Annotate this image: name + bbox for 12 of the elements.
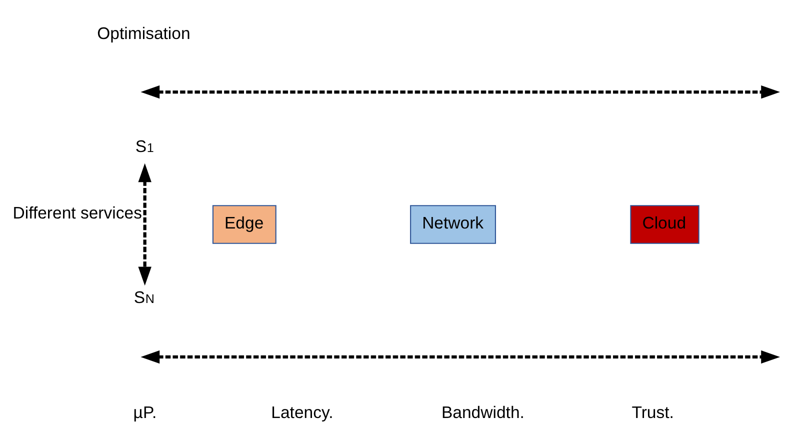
node-box: Network	[410, 204, 496, 244]
node-box: Edge	[212, 204, 276, 244]
node-text: SN	[134, 287, 154, 306]
label: Trust.	[632, 402, 674, 422]
label: Optimisation	[97, 24, 190, 43]
arrow	[138, 162, 152, 286]
node-text: S1	[135, 136, 154, 156]
label: µP.	[133, 402, 157, 422]
label: Bandwidth.	[441, 402, 524, 422]
label: Latency.	[271, 402, 334, 422]
edge-label: Different services	[12, 203, 142, 222]
node-box: Cloud	[630, 204, 700, 244]
